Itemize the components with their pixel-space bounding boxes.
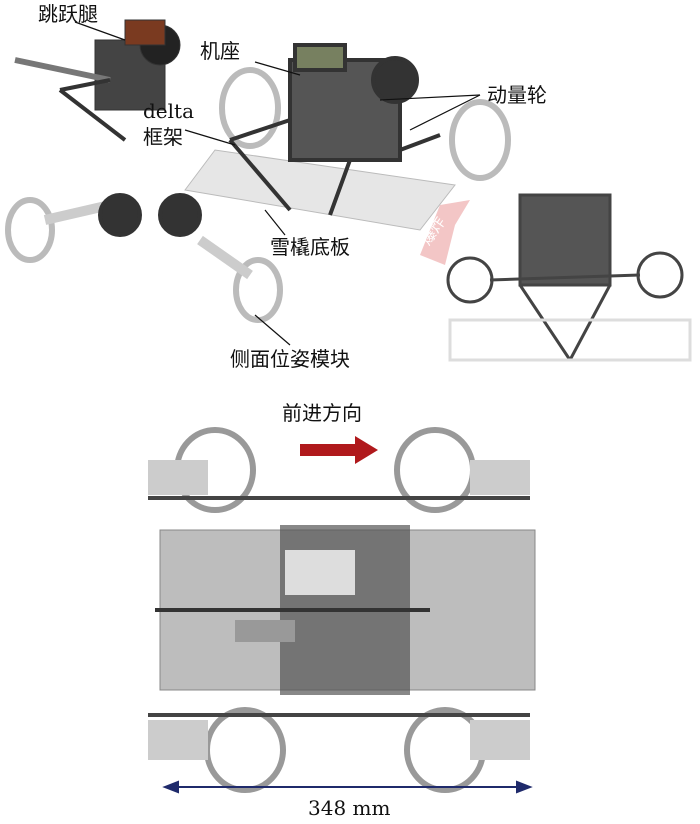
side-pose-module-drawing — [5, 193, 283, 323]
label-delta-frame-1: delta — [143, 99, 194, 123]
sled-plate-drawing — [184, 149, 456, 231]
explode-arrow — [420, 200, 470, 265]
label-forward-direction: 前进方向 — [282, 401, 362, 425]
label-side-pose-module: 侧面位姿模块 — [230, 347, 350, 371]
base-robot-drawing — [219, 43, 511, 216]
top-view-drawing — [148, 427, 536, 793]
label-base: 机座 — [200, 39, 240, 63]
exploded-view-drawing — [446, 193, 692, 362]
label-delta-frame-2: 框架 — [143, 125, 183, 149]
label-width-dimension: 348 mm — [308, 796, 391, 820]
leader-lines — [74, 21, 481, 346]
jump-leg-drawing — [14, 19, 181, 142]
label-jump-leg: 跳跃腿 — [38, 2, 98, 26]
label-momentum-wheel: 动量轮 — [487, 83, 547, 107]
label-sled-plate: 雪橇底板 — [270, 235, 350, 259]
forward-arrow — [300, 436, 378, 464]
dimension-arrow — [162, 780, 533, 794]
